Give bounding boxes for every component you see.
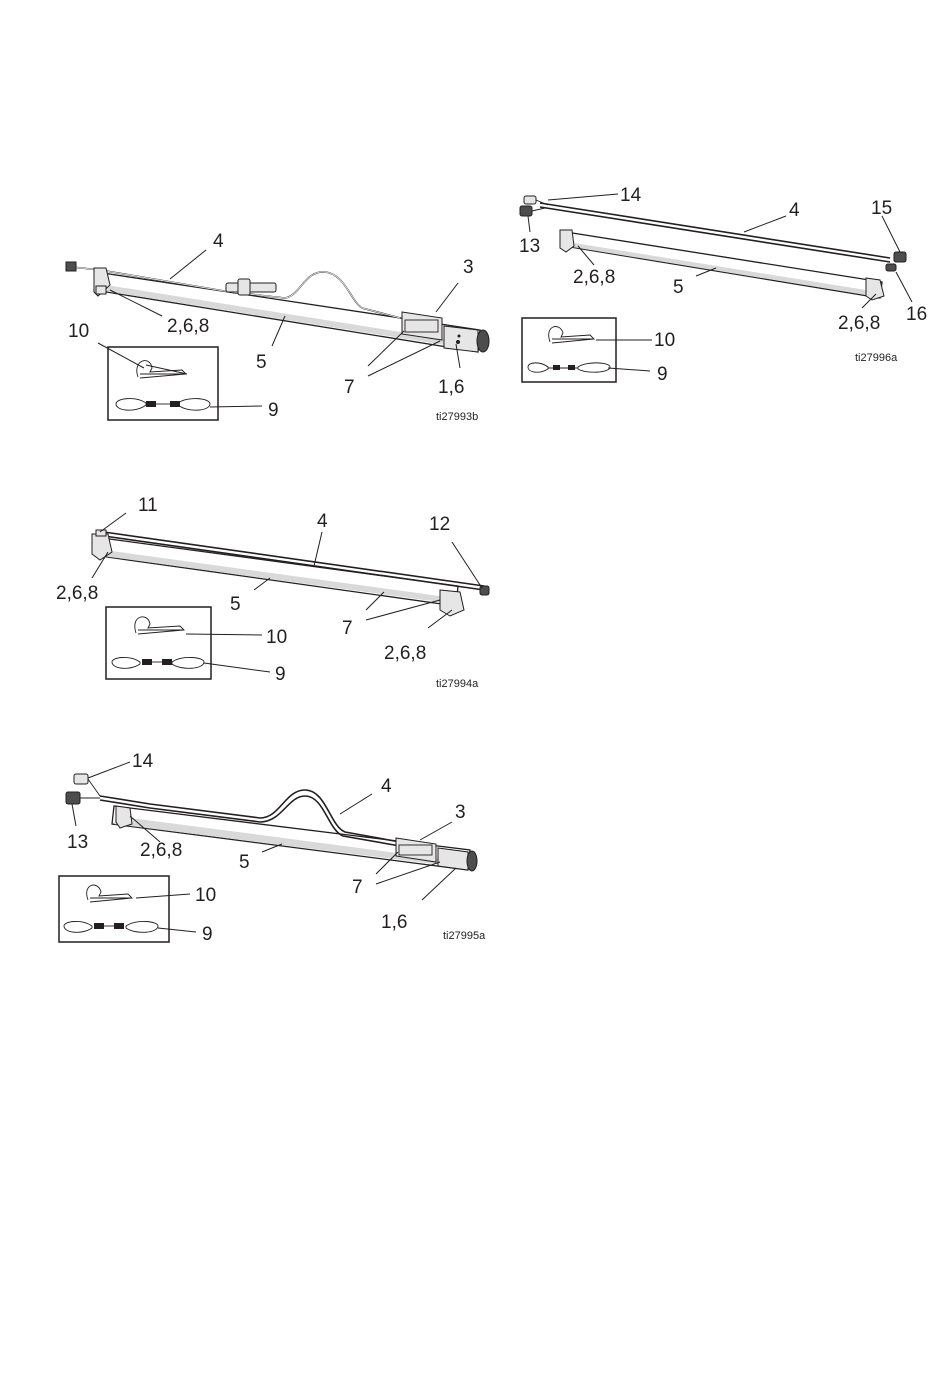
callout-10: 10: [68, 321, 89, 342]
figure-id: ti27993b: [436, 411, 478, 423]
callout-3: 3: [463, 257, 474, 278]
fig2-inset-box: [522, 318, 616, 382]
callout-9: 9: [268, 400, 279, 421]
callout-5: 5: [239, 852, 250, 873]
callout-5: 5: [230, 594, 241, 615]
figure-ti27995a: 14 4 3 13 2,6,8 5 7 10 1,6 9 ti27995a: [59, 751, 486, 945]
callout-4: 4: [213, 231, 224, 252]
figure-ti27993b: 4 3 10 2,6,8 5 7 1,6 9 ti27993b: [66, 231, 489, 423]
callout-2-6-8: 2,6,8: [167, 316, 209, 337]
fig1-illustration: [66, 262, 489, 352]
callout-10: 10: [654, 330, 675, 351]
callout-4: 4: [789, 200, 800, 221]
callout-2-6-8: 2,6,8: [140, 840, 182, 861]
callout-7: 7: [342, 618, 353, 639]
callout-5: 5: [256, 352, 267, 373]
fig4-inset-box: [59, 876, 169, 942]
callout-12: 12: [429, 514, 450, 535]
callout-4: 4: [381, 776, 392, 797]
callout-7: 7: [344, 377, 355, 398]
fig4-illustration: [66, 774, 477, 871]
callout-16: 16: [906, 304, 927, 325]
figure-ti27994a: 11 4 12 2,6,8 5 10 7 2,6,8 9 ti27994a: [56, 495, 489, 690]
callout-2-6-8-left: 2,6,8: [573, 267, 615, 288]
callout-10: 10: [266, 627, 287, 648]
callout-7: 7: [352, 877, 363, 898]
callout-11: 11: [138, 495, 158, 516]
figure-id: ti27996a: [855, 352, 898, 364]
callout-14: 14: [132, 751, 154, 772]
fig3-inset-box: [106, 607, 211, 679]
callout-4: 4: [317, 511, 328, 532]
figure-id: ti27994a: [436, 678, 479, 690]
callout-14: 14: [620, 185, 642, 206]
callout-3: 3: [455, 802, 466, 823]
callout-1-6: 1,6: [381, 912, 407, 933]
callout-13: 13: [67, 832, 88, 853]
callout-9: 9: [275, 664, 286, 685]
callout-2-6-8-left: 2,6,8: [56, 583, 98, 604]
callout-2-6-8-right: 2,6,8: [838, 313, 880, 334]
callout-9: 9: [657, 364, 668, 385]
figure-id: ti27995a: [443, 930, 486, 942]
callout-10: 10: [195, 885, 216, 906]
callout-9: 9: [202, 924, 213, 945]
callout-2-6-8-right: 2,6,8: [384, 643, 426, 664]
callout-5: 5: [673, 277, 684, 298]
callout-13: 13: [519, 236, 540, 257]
figure-ti27996a: 14 4 15 13 2,6,8 5 2,6,8 16 10 9 ti27996…: [519, 185, 927, 385]
callout-1-6: 1,6: [438, 377, 464, 398]
callout-15: 15: [871, 198, 892, 219]
